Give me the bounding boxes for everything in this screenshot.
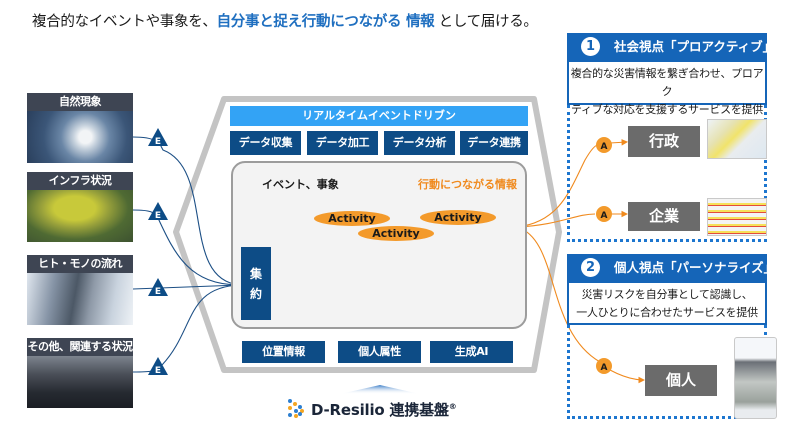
source-other-situations: その他、関連する状況 bbox=[27, 338, 133, 408]
government-screen-thumbnail bbox=[707, 119, 767, 159]
svg-text:E: E bbox=[155, 137, 161, 147]
svg-text:A: A bbox=[601, 363, 608, 373]
panel-title: 社会視点「プロアクティブ」 bbox=[614, 39, 776, 54]
panel-social-header: 1 社会視点「プロアクティブ」 bbox=[567, 33, 775, 60]
output-connectors bbox=[516, 139, 646, 384]
location-info-box: 位置情報 bbox=[242, 341, 325, 363]
action-marker-icon: A bbox=[596, 358, 612, 374]
svg-text:E: E bbox=[155, 287, 161, 297]
source-event-markers: E E E E bbox=[148, 128, 168, 376]
process-data-processing: データ加工 bbox=[307, 131, 378, 155]
source-label: インフラ状況 bbox=[27, 172, 133, 190]
description-line: 一人ひとりに合わせたサービスを提供 bbox=[576, 306, 758, 319]
event-marker-icon: E bbox=[148, 128, 168, 147]
aggregate-char: 約 bbox=[249, 286, 262, 301]
svg-text:E: E bbox=[155, 366, 161, 376]
output-connector bbox=[516, 213, 596, 228]
source-label: その他、関連する状況 bbox=[27, 338, 133, 356]
event-marker-icon: E bbox=[148, 357, 168, 376]
headline: 複合的なイベントや事象を、自分事と捉え行動につながる 情報 として届ける。 bbox=[32, 10, 538, 31]
headline-prefix: 複合的なイベントや事象を、 bbox=[32, 14, 217, 30]
typhoon-image bbox=[27, 111, 133, 163]
business-screen-thumbnail bbox=[707, 198, 767, 236]
svg-text:A: A bbox=[601, 142, 608, 152]
headline-suffix: として届ける。 bbox=[434, 14, 538, 30]
panel-social-description: 複合的な災害情報を繋ぎ合わせ、プロアク ティブな対応を支援するサービスを提供 bbox=[567, 60, 767, 116]
event-marker-icon: E bbox=[148, 278, 168, 297]
traffic-image bbox=[27, 273, 133, 325]
process-data-analysis: データ分析 bbox=[384, 131, 455, 155]
activity-bubble: Activity bbox=[420, 210, 496, 225]
event-marker-icon: E bbox=[148, 202, 168, 221]
action-markers: A A A bbox=[596, 137, 612, 374]
svg-text:A: A bbox=[601, 211, 608, 221]
target-individual: 個人 bbox=[645, 365, 717, 396]
realtime-event-driven-bar: リアルタイムイベントドリブン bbox=[230, 106, 528, 126]
source-people-goods-flow: ヒト・モノの流れ bbox=[27, 255, 133, 325]
output-connector bbox=[516, 226, 601, 363]
source-label: 自然現象 bbox=[27, 93, 133, 111]
logo-mark-icon bbox=[288, 399, 304, 418]
source-connector bbox=[132, 284, 241, 373]
panel-title: 個人視点「パーソナライズ」 bbox=[614, 260, 777, 275]
legend-event-label: イベント、事象 bbox=[262, 178, 339, 191]
personal-attributes-box: 個人属性 bbox=[338, 341, 421, 363]
crowd-image bbox=[27, 356, 133, 408]
smartphone-screen-thumbnail bbox=[734, 337, 777, 419]
event-processing-area bbox=[231, 161, 527, 329]
output-connector bbox=[609, 139, 629, 146]
output-connector bbox=[516, 144, 599, 228]
headline-highlight: 自分事と捉え行動につながる 情報 bbox=[216, 14, 435, 30]
svg-text:E: E bbox=[155, 211, 161, 221]
panel-personal-description: 災害リスクを自分事として認識し、 一人ひとりに合わせたサービスを提供 bbox=[567, 281, 767, 325]
panel-number-badge: 2 bbox=[581, 258, 600, 277]
aggregate-box: 集 約 bbox=[241, 247, 271, 320]
source-label: ヒト・モノの流れ bbox=[27, 255, 133, 273]
description-line: ティブな対応を支援するサービスを提供 bbox=[571, 103, 763, 116]
description-line: 複合的な災害情報を繋ぎ合わせ、プロアク bbox=[570, 67, 764, 98]
panel-number-badge: 1 bbox=[581, 37, 600, 56]
process-data-integration: データ連携 bbox=[460, 131, 528, 155]
source-connector bbox=[132, 281, 242, 290]
target-government: 行政 bbox=[628, 126, 700, 157]
panel-social-frame bbox=[567, 105, 767, 242]
platform-hexagon bbox=[173, 96, 562, 373]
description-line: 災害リスクを自分事として認識し、 bbox=[581, 288, 753, 301]
activity-bubble: Activity bbox=[314, 211, 390, 226]
d-resilio-logo: D-Resilio 連携基盤® bbox=[311, 399, 457, 420]
logo-ray bbox=[340, 385, 420, 394]
aggregate-char: 集 bbox=[249, 266, 262, 281]
generative-ai-box: 生成AI bbox=[430, 341, 513, 363]
activity-bubble: Activity bbox=[358, 226, 434, 241]
registered-mark: ® bbox=[448, 402, 457, 411]
target-business: 企業 bbox=[628, 202, 700, 231]
source-natural-phenomena: 自然現象 bbox=[27, 93, 133, 163]
source-connector bbox=[132, 209, 241, 286]
output-connector bbox=[609, 369, 646, 384]
panel-personal-header: 2 個人視点「パーソナライズ」 bbox=[567, 254, 776, 281]
logo-text: D-Resilio 連携基盤 bbox=[311, 401, 449, 419]
process-data-collection: データ収集 bbox=[230, 131, 301, 155]
infrastructure-map-image bbox=[27, 190, 133, 242]
legend-action-label: 行動につながる情報 bbox=[418, 178, 517, 191]
action-marker-icon: A bbox=[596, 137, 612, 153]
action-marker-icon: A bbox=[596, 206, 612, 222]
source-infrastructure: インフラ状況 bbox=[27, 172, 133, 242]
